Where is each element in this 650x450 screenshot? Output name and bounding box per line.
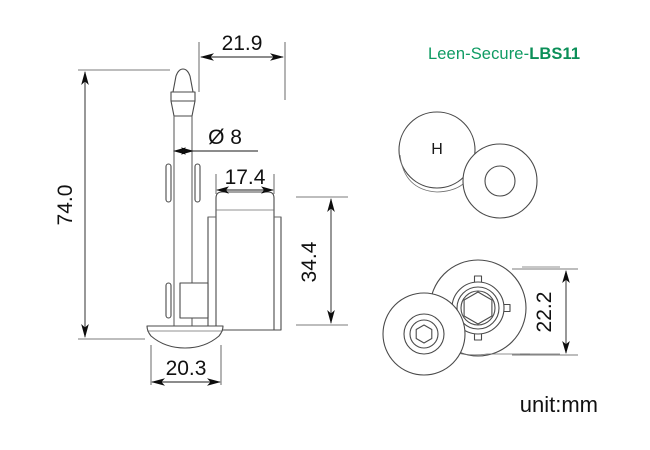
dimension-diameter-8-label: Ø 8	[208, 126, 242, 149]
dimension-21-9-label: 21.9	[222, 32, 263, 55]
dimension-34-4: 34.4	[296, 196, 348, 326]
arrow-17-4-right	[261, 186, 274, 194]
dimension-74-0-label: 74.0	[54, 185, 77, 226]
cap-hex-socket	[463, 291, 493, 325]
arrow-22-2-bottom	[562, 341, 570, 354]
dimension-34-4-label: 34.4	[298, 241, 321, 282]
brand-label: Leen-Secure-LBS11	[428, 45, 580, 64]
arrow-22-2-top	[562, 270, 570, 283]
pin-shoulder	[170, 100, 196, 117]
arrow-21-9-right	[270, 53, 284, 61]
shaft-slot-left	[165, 163, 172, 203]
arrow-diameter-8-right	[181, 147, 194, 155]
arrow-20-3-left	[151, 378, 165, 386]
arrow-74-top	[81, 71, 89, 85]
base-flange	[146, 325, 224, 349]
arrow-20-3-right	[207, 378, 221, 386]
arrow-74-bottom	[81, 324, 89, 338]
dimension-22-2: 22.2	[512, 268, 578, 356]
dimension-17-4-label: 17.4	[225, 166, 266, 189]
cap-ring-inner	[460, 290, 496, 326]
brand-prefix: Leen-Secure-	[428, 45, 530, 63]
top-small-circle-inner	[484, 165, 516, 197]
top-circular-views: H	[398, 111, 538, 219]
dimension-diameter-8: Ø 8	[173, 126, 258, 155]
arrow-17-4-left	[216, 186, 229, 194]
shaft-slot-lower-left	[165, 282, 172, 319]
dimension-74-0: 74.0	[54, 69, 170, 340]
dimension-17-4: 17.4	[215, 166, 275, 194]
ring-inner-circle	[409, 319, 439, 349]
seal-body-inner	[215, 191, 275, 331]
dimension-21-9: 21.9	[198, 32, 286, 100]
ring-mid-circle	[403, 313, 445, 355]
pin-cone-tip	[172, 68, 194, 93]
brand-model: LBS11	[529, 45, 581, 63]
arrow-21-9-left	[200, 53, 214, 61]
dimension-22-2-label: 22.2	[533, 292, 556, 333]
arrow-34-4-top	[327, 198, 335, 212]
dimension-20-3: 20.3	[150, 345, 222, 386]
arrow-34-4-bottom	[327, 310, 335, 324]
dimension-20-3-label: 20.3	[166, 357, 207, 380]
bottom-circular-views	[382, 259, 560, 376]
top-large-circle	[398, 111, 476, 189]
cap-ring-mid	[456, 286, 500, 330]
shaft-slot-right	[194, 163, 201, 203]
unit-note: unit:mm	[520, 392, 598, 417]
top-view-label-h: H	[431, 141, 443, 158]
seal-body-left-tab	[179, 282, 209, 319]
ring-hex-center	[415, 324, 433, 344]
front-elevation-view	[146, 68, 282, 349]
pin-collar	[170, 91, 196, 102]
